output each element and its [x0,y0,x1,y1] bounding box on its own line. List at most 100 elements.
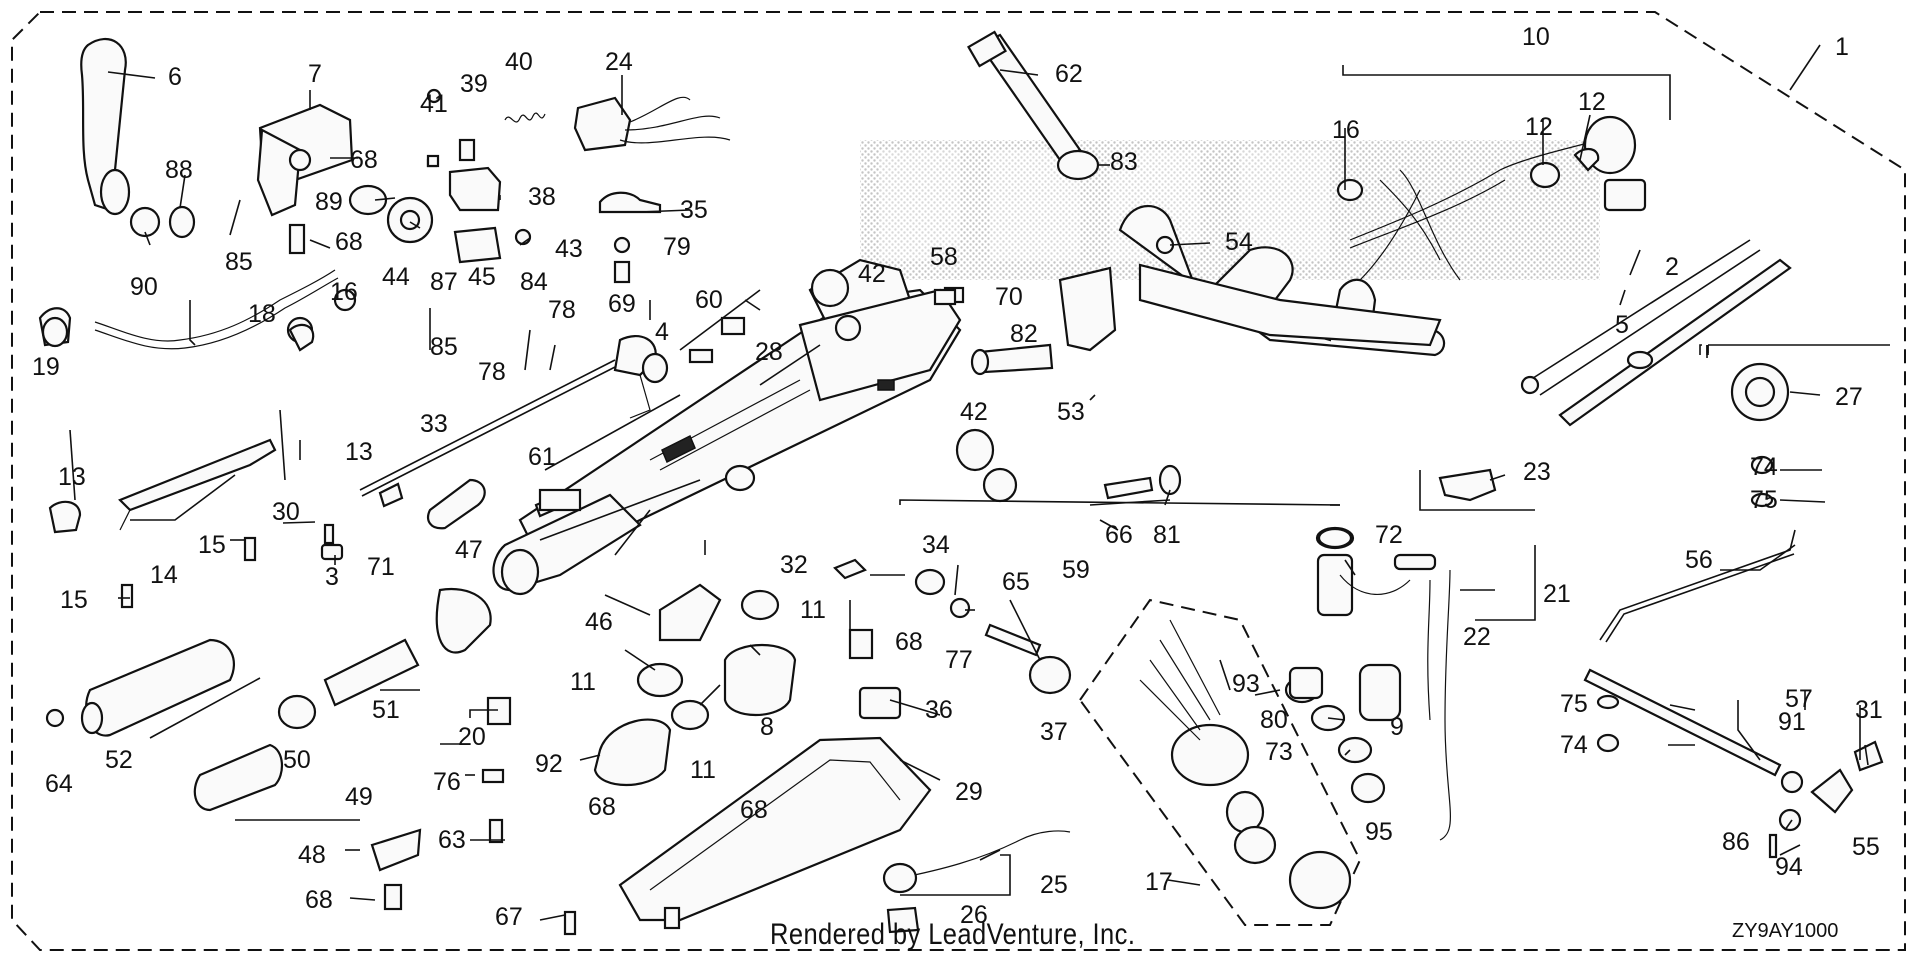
parts-34-37-65-77 [914,568,1072,695]
callout-71: 71 [367,553,395,581]
callout-42a: 42 [858,260,886,288]
callout-37: 37 [1040,718,1068,746]
parts-56-57-rods [1583,455,1884,859]
callout-3: 3 [325,563,339,591]
callout-64: 64 [45,770,73,798]
callout-42b: 42 [960,398,988,426]
callout-87: 87 [430,268,458,296]
callout-46: 46 [585,608,613,636]
callout-41: 41 [420,90,448,118]
callout-24: 24 [605,48,633,76]
callout-47: 47 [455,536,483,564]
parts-25-26 [882,830,1071,934]
callout-16a: 16 [1332,116,1360,144]
callout-8: 8 [760,713,774,741]
parts-39-40-41 [426,112,546,168]
callout-13b: 13 [58,463,86,491]
callout-23: 23 [1523,458,1551,486]
callout-74b: 74 [1560,731,1588,759]
callout-9: 9 [1390,713,1404,741]
callout-69: 69 [608,290,636,318]
callout-12b: 12 [1578,88,1606,116]
callout-29: 29 [955,778,983,806]
callout-84: 84 [520,268,548,296]
callout-13a: 13 [345,438,373,466]
callout-61: 61 [528,443,556,471]
part-28-tiller-arm [492,258,965,596]
callout-57: 57 [1785,685,1813,713]
part-18-harness [38,269,357,350]
part-23-clip [1419,468,1535,511]
callout-59: 59 [1062,556,1090,584]
parts-42-82-70-53 [810,266,1117,503]
callout-85a: 85 [225,248,253,276]
callout-93: 93 [1232,670,1260,698]
callout-68d: 68 [588,793,616,821]
callout-35: 35 [680,196,708,224]
callout-19: 19 [32,353,60,381]
callout-75a: 75 [1750,486,1778,514]
callout-49: 49 [345,783,373,811]
callout-27: 27 [1835,383,1863,411]
callout-73: 73 [1265,738,1293,766]
part-49-grip-set [45,587,512,844]
parts-2-5-cables [1520,239,1792,427]
callout-2: 2 [1665,253,1679,281]
diagram-code: ZY9AY1000 [1732,920,1839,942]
parts-93-9-nuts [1284,663,1402,804]
part-33-cable [359,335,657,530]
callout-18: 18 [248,300,276,328]
callout-22: 22 [1463,623,1491,651]
leader-lines [69,44,1869,921]
callout-5: 5 [1615,311,1629,339]
part-54-bracket [1118,205,1446,357]
part-17-ignition-switch [1078,598,1362,926]
callout-92: 92 [535,750,563,778]
callout-7: 7 [308,60,322,88]
callout-32: 32 [780,551,808,579]
callout-56: 56 [1685,546,1713,574]
callout-21: 21 [1543,580,1571,608]
callout-68b: 68 [335,228,363,256]
callout-74a: 74 [1750,453,1778,481]
callout-68a: 68 [350,146,378,174]
part-6-grip [80,38,196,239]
callout-72: 72 [1375,521,1403,549]
part-14-stay [48,323,344,609]
callout-36: 36 [925,696,953,724]
callout-4: 4 [655,318,669,346]
callout-89: 89 [315,188,343,216]
callout-90: 90 [130,273,158,301]
callout-12a: 12 [1525,113,1553,141]
callout-16b: 16 [330,278,358,306]
part-35-clip [598,191,662,284]
callout-11c: 11 [690,756,716,784]
callout-28: 28 [755,338,783,366]
part-24-switch-harness [573,96,731,152]
callout-58: 58 [930,243,958,271]
part-27-connector [1699,344,1890,422]
callout-62: 62 [1055,60,1083,88]
callout-65: 65 [1002,568,1030,596]
callout-75b: 75 [1560,690,1588,718]
callout-50: 50 [283,746,311,774]
callout-91: 91 [1778,708,1806,736]
callout-45: 45 [468,263,496,291]
callout-31: 31 [1855,696,1883,724]
callout-70: 70 [995,283,1023,311]
part-62-bolt [967,30,1100,181]
brand-watermark [860,140,1600,280]
callout-6: 6 [168,63,182,91]
callout-83: 83 [1110,148,1138,176]
part-29-cover [563,686,932,936]
callout-81: 81 [1153,521,1181,549]
callout-80: 80 [1260,706,1288,734]
callout-82: 82 [1010,320,1038,348]
callout-1: 1 [1835,33,1849,61]
callout-51: 51 [372,696,400,724]
callout-95: 95 [1365,818,1393,846]
callout-11b: 11 [570,668,596,696]
callout-10: 10 [1522,23,1550,51]
callout-78a: 78 [548,296,576,324]
